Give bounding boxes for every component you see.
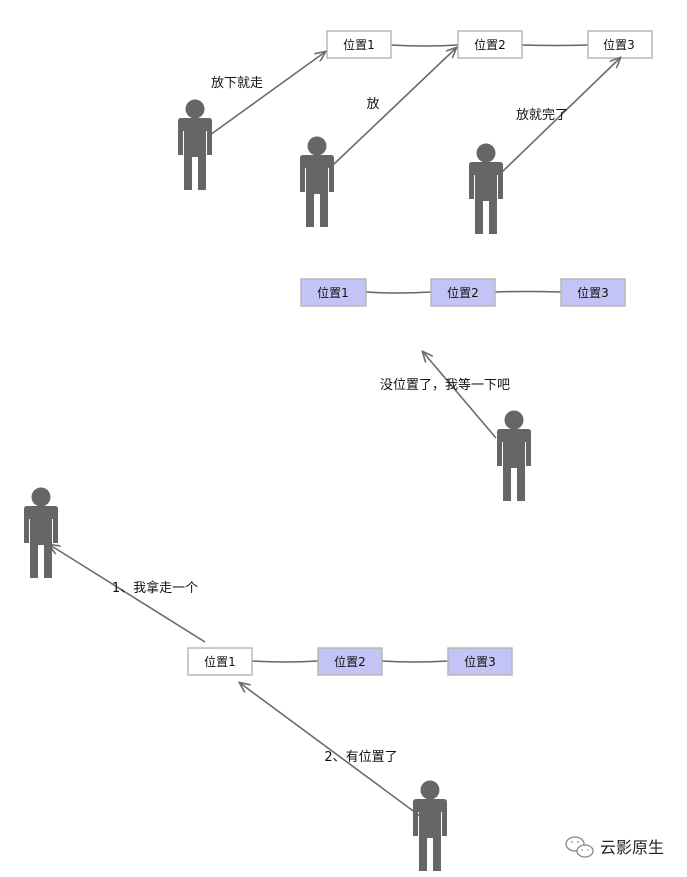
arrow <box>423 352 497 439</box>
slot-box <box>560 278 626 307</box>
slot-link <box>251 660 319 663</box>
slot-box <box>430 278 496 307</box>
person-icon <box>413 780 447 871</box>
slot-link <box>521 44 589 47</box>
slot-box <box>317 647 383 676</box>
slot-link <box>365 291 432 294</box>
slot-links <box>390 44 589 47</box>
arrow <box>50 545 206 643</box>
slot-1: 位置1 <box>326 30 392 59</box>
action-label: 放 <box>366 97 379 112</box>
put-label: 2、有位置了 <box>324 750 397 765</box>
slot-box <box>447 647 513 676</box>
slot-links <box>365 290 562 294</box>
person-icon <box>469 143 503 234</box>
slot-label: 位置3 <box>603 37 635 52</box>
take-label: 1、我拿走一个 <box>112 580 198 596</box>
slot-3: 位置3 <box>587 30 653 59</box>
waiting-label: 没位置了，我等一下吧 <box>380 377 510 393</box>
slot-2: 位置2 <box>430 278 496 307</box>
person-icon <box>178 99 212 190</box>
scene-1: 位置1 位置2 位置3 放下就走 放 放就完了 <box>178 30 653 234</box>
slot-label: 位置2 <box>474 37 506 52</box>
slot-link <box>390 44 459 47</box>
slot-box <box>457 30 523 59</box>
arrow <box>332 48 456 166</box>
arrow <box>209 52 325 136</box>
action-label: 放就完了 <box>516 108 568 123</box>
slot-3: 位置3 <box>560 278 626 307</box>
person-icon <box>497 410 531 501</box>
footer-watermark: 云影原生 <box>565 836 664 858</box>
slot-box <box>587 30 653 59</box>
slot-1: 位置1 <box>187 647 253 676</box>
slot-link <box>381 660 449 663</box>
scene-3: 位置1 位置2 位置3 1、我拿走一个 2、有位置了 <box>24 487 513 871</box>
slot-label: 位置1 <box>204 654 236 669</box>
action-label: 放下就走 <box>211 76 263 91</box>
wechat-icon <box>565 836 594 858</box>
scene-2: 位置1 位置2 位置3 没位置了，我等一下吧 <box>300 278 626 501</box>
slot-link <box>494 290 562 293</box>
slot-label: 位置2 <box>334 654 366 669</box>
slot-2: 位置2 <box>457 30 523 59</box>
slot-links <box>251 660 449 663</box>
arrow <box>501 58 620 173</box>
slot-label: 位置2 <box>447 285 479 300</box>
slot-2: 位置2 <box>317 647 383 676</box>
slot-label: 位置3 <box>464 654 496 669</box>
arrow <box>240 683 421 817</box>
slot-box <box>300 278 367 307</box>
slot-label: 位置3 <box>577 285 609 300</box>
slot-3: 位置3 <box>447 647 513 676</box>
slot-box <box>187 647 253 676</box>
person-icon <box>24 487 58 578</box>
person-icon <box>300 136 334 227</box>
slot-label: 位置1 <box>317 285 349 300</box>
slot-label: 位置1 <box>343 37 375 52</box>
footer-text: 云影原生 <box>600 838 664 857</box>
slot-box <box>326 30 392 59</box>
slot-1: 位置1 <box>300 278 367 307</box>
